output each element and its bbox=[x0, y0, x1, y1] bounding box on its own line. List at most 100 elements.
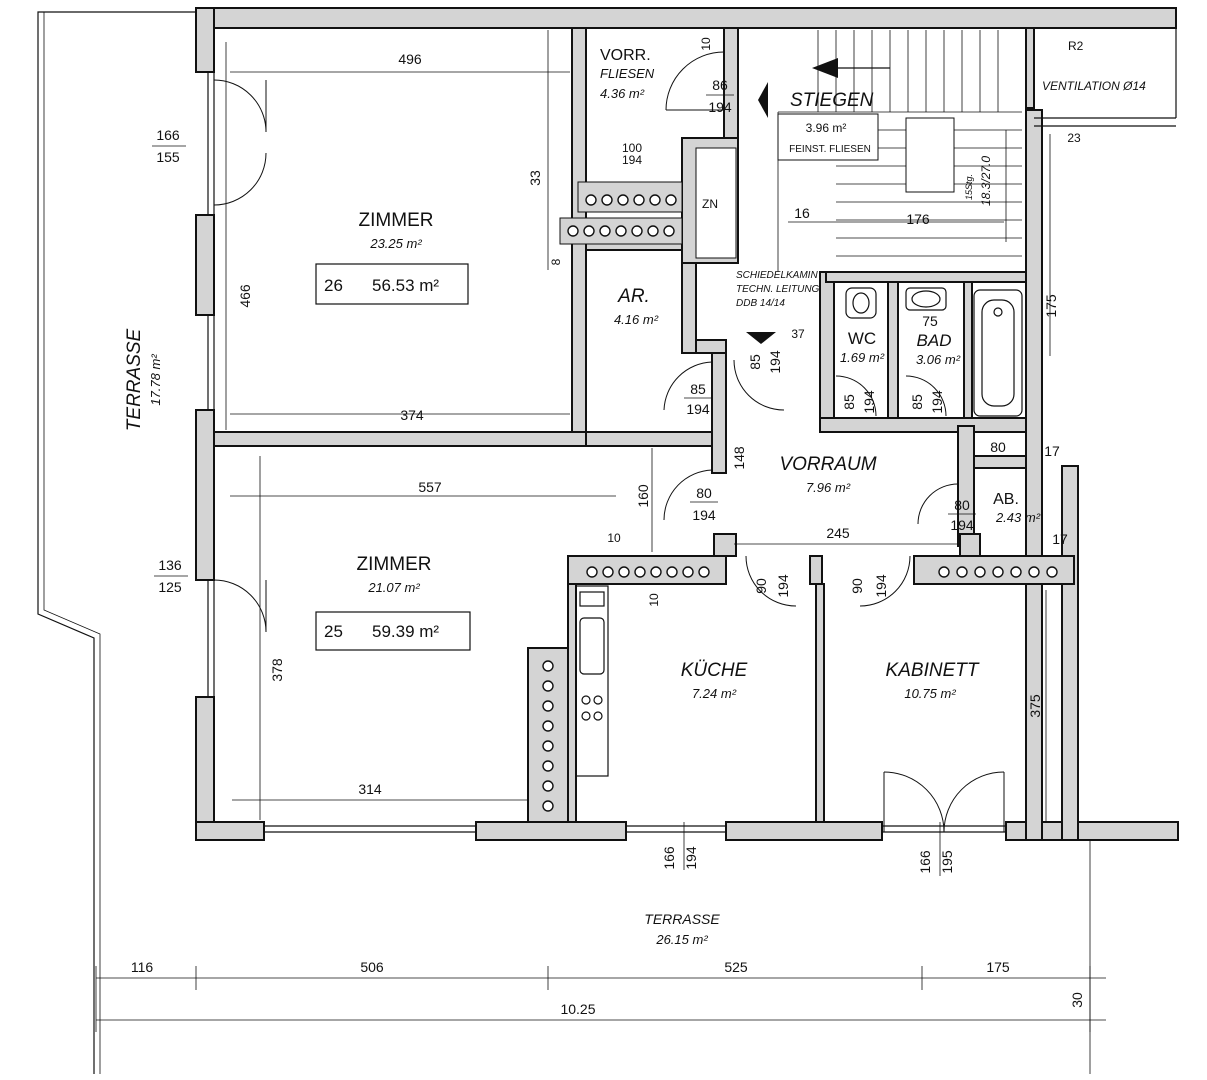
dim: 194 bbox=[950, 517, 974, 533]
kamin-line-2: TECHN. LEITUNG bbox=[736, 284, 820, 295]
dim: 90 bbox=[849, 578, 865, 594]
room-area: 23.25 m² bbox=[369, 236, 422, 251]
terrace-outline bbox=[37, 11, 1091, 1074]
dim: 85 bbox=[841, 394, 857, 410]
dim: 194 bbox=[861, 390, 877, 414]
dim: 75 bbox=[922, 313, 938, 329]
dim: 8 bbox=[549, 258, 563, 265]
room-gross-area: 59.39 m² bbox=[372, 622, 439, 641]
staircase bbox=[758, 30, 1022, 272]
room-terrasse-side: TERRASSE 17.78 m² bbox=[124, 328, 163, 431]
dim: 90 bbox=[753, 578, 769, 594]
dim: 466 bbox=[237, 284, 253, 308]
room-kabinett: KABINETT 10.75 m² bbox=[886, 660, 980, 701]
room-area: 7.96 m² bbox=[806, 480, 851, 495]
r2-label: R2 bbox=[1068, 39, 1084, 53]
dim: 10 bbox=[647, 593, 661, 607]
dim: 16 bbox=[794, 205, 810, 221]
dim: 195 bbox=[939, 850, 955, 874]
dim: 314 bbox=[358, 781, 382, 797]
dim: 194 bbox=[686, 401, 710, 417]
stair-ratio: 18.3/27.0 bbox=[979, 156, 993, 206]
dim: 10.25 bbox=[560, 1001, 595, 1017]
chimney-row-kitchen bbox=[542, 566, 710, 812]
dim: 245 bbox=[826, 525, 850, 541]
dim: 125 bbox=[158, 579, 182, 595]
kamin-line-1: SCHIEDELKAMIN bbox=[736, 270, 818, 281]
room-name: KABINETT bbox=[886, 660, 980, 681]
dim: 378 bbox=[269, 658, 285, 682]
dim: 80 bbox=[696, 485, 712, 501]
room-area: 4.16 m² bbox=[614, 312, 659, 327]
dim: 194 bbox=[929, 390, 945, 414]
room-wc: WC 1.69 m² bbox=[840, 329, 885, 365]
room-name: WC bbox=[848, 329, 876, 348]
dim: 100 bbox=[622, 141, 642, 155]
room-name: STIEGEN bbox=[790, 90, 874, 111]
dim: 80 bbox=[954, 497, 970, 513]
entrance-marker-icon bbox=[746, 332, 776, 344]
room-bad: BAD 3.06 m² bbox=[916, 331, 961, 367]
dim: 10 bbox=[699, 37, 713, 51]
bathroom-fixtures bbox=[845, 287, 1023, 417]
room-name: BAD bbox=[917, 331, 952, 350]
interior-walls bbox=[213, 27, 1075, 823]
room-area: 26.15 m² bbox=[655, 932, 708, 947]
dim: 194 bbox=[775, 574, 791, 598]
room-name: ZIMMER bbox=[359, 210, 434, 231]
doors bbox=[213, 51, 1005, 833]
kitchen-counter bbox=[575, 585, 609, 777]
dim: 194 bbox=[873, 574, 889, 598]
room-name: TERRASSE bbox=[644, 911, 720, 927]
room-area: 10.75 m² bbox=[904, 686, 956, 701]
dim: 37 bbox=[791, 327, 805, 341]
room-area: 2.43 m² bbox=[995, 510, 1041, 525]
room-area: 21.07 m² bbox=[367, 580, 420, 595]
dim: 496 bbox=[398, 51, 422, 67]
room-terrasse-front: TERRASSE 26.15 m² bbox=[644, 911, 720, 947]
dim: 525 bbox=[724, 959, 748, 975]
dim: 86 bbox=[712, 77, 728, 93]
room-name: AR. bbox=[617, 286, 650, 307]
room-vorraum: VORRAUM 7.96 m² bbox=[779, 454, 876, 495]
dim: 194 bbox=[708, 99, 732, 115]
dim: 160 bbox=[635, 484, 651, 508]
room-vorr: VORR. FLIESEN 4.36 m² bbox=[600, 47, 655, 101]
dim: 166 bbox=[156, 127, 180, 143]
dim: 85 bbox=[690, 381, 706, 397]
room-finish: FLIESEN bbox=[600, 66, 655, 81]
room-zimmer-1: ZIMMER 23.25 m² 26 56.53 m² bbox=[315, 210, 469, 305]
dim: 374 bbox=[400, 407, 424, 423]
chimney-row-kabinett bbox=[938, 566, 1058, 578]
room-name: VORRAUM bbox=[779, 454, 876, 475]
dim: 175 bbox=[986, 959, 1010, 975]
dim: 176 bbox=[906, 211, 930, 227]
stair-steps: 15Stg. bbox=[964, 174, 974, 200]
room-name: VORR. bbox=[600, 47, 651, 64]
room-code: 25 bbox=[324, 622, 343, 641]
zn-label: ZN bbox=[702, 197, 718, 211]
dim: 33 bbox=[527, 170, 543, 186]
dim: 166 bbox=[917, 850, 933, 874]
misc-labels: ZN R2 VENTILATION Ø14 SCHIEDELKAMIN TECH… bbox=[695, 39, 1146, 344]
room-ab: AB. 2.43 m² bbox=[993, 491, 1041, 525]
dimension-lines bbox=[95, 30, 1106, 1032]
room-zimmer-2: ZIMMER 21.07 m² 25 59.39 m² bbox=[315, 554, 471, 651]
room-stiegen: STIEGEN 3.96 m² FEINST. FLIESEN bbox=[789, 90, 874, 155]
room-area: 4.36 m² bbox=[600, 86, 645, 101]
dim: 557 bbox=[418, 479, 442, 495]
room-area: 17.78 m² bbox=[148, 354, 163, 406]
dimension-texts: 496 374 466 166 155 33 8 557 378 314 136… bbox=[131, 37, 1085, 1017]
room-finish: FEINST. FLIESEN bbox=[789, 144, 871, 155]
room-code: 26 bbox=[324, 276, 343, 295]
room-name: TERRASSE bbox=[124, 328, 145, 431]
room-name: AB. bbox=[993, 491, 1019, 508]
room-kueche: KÜCHE 7.24 m² bbox=[681, 660, 748, 701]
dim: 375 bbox=[1027, 694, 1043, 718]
room-name: ZIMMER bbox=[357, 554, 432, 575]
dim: 23 bbox=[1067, 131, 1081, 145]
room-name: KÜCHE bbox=[681, 660, 748, 681]
dim: 175 bbox=[1043, 294, 1059, 318]
dim: 194 bbox=[767, 350, 783, 374]
ventilation-label: VENTILATION Ø14 bbox=[1042, 79, 1146, 93]
